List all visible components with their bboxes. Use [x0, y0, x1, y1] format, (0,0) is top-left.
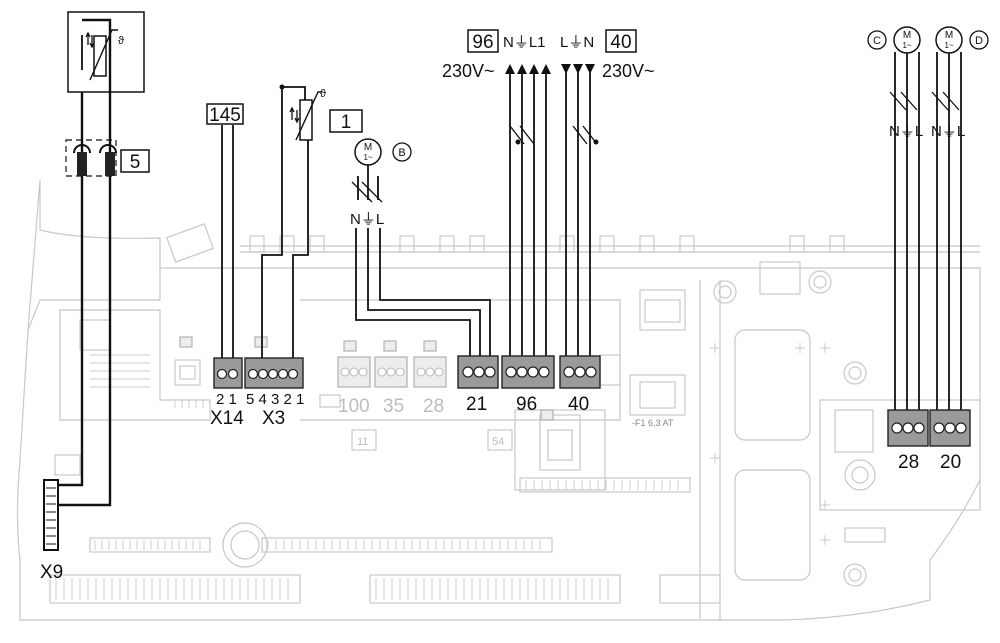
motor-phase: 1~	[363, 153, 372, 162]
label-21: 21	[466, 394, 487, 415]
label-x14: X14	[210, 408, 244, 429]
label-96: 96	[516, 394, 537, 415]
motor-phase: 1~	[944, 41, 953, 50]
motor-symbol: M	[903, 30, 911, 41]
vent-rows	[49, 477, 721, 604]
connector-x9	[43, 479, 59, 551]
pins-b: N⏚L	[350, 211, 384, 228]
label-5: 5	[130, 152, 141, 173]
theta-symbol: ϑ	[320, 88, 326, 100]
label-35: 35	[383, 396, 404, 417]
motor-symbol: M	[364, 142, 372, 153]
pins-c: N⏚L	[889, 123, 923, 140]
voltage-left: 230V~	[442, 61, 495, 81]
voltage-right: 230V~	[602, 61, 655, 81]
wiring	[58, 11, 962, 507]
label-145: 145	[209, 105, 241, 126]
circle-c-label: C	[873, 35, 881, 47]
control-board-outline	[16, 179, 981, 621]
pins-96: N⏚L1	[503, 34, 546, 51]
unused-terminals	[179, 336, 554, 451]
label-28: 28	[898, 452, 919, 473]
label-11: 11	[357, 436, 368, 448]
pins-40: L⏚N	[560, 34, 594, 51]
theta-symbol: ϑ	[118, 35, 124, 47]
pins-d: N⏚L	[931, 123, 965, 140]
x14-pin-numbers: 2 1	[216, 391, 237, 408]
label-40-box: 40	[610, 32, 631, 53]
circle-d-label: D	[975, 35, 983, 47]
label-x9: X9	[40, 562, 63, 583]
circle-b-label: B	[398, 147, 405, 159]
x3-pin-numbers: 5 4 3 2 1	[246, 391, 304, 408]
label-20: 20	[940, 452, 961, 473]
label-40: 40	[568, 394, 589, 415]
label-1: 1	[341, 112, 352, 133]
label-54: 54	[492, 436, 504, 448]
motor-c: M 1~ C N⏚L	[867, 26, 923, 140]
terminal-blocks	[43, 355, 971, 551]
fuse-label: -F1 6,3 AT	[632, 418, 674, 428]
motor-phase: 1~	[902, 41, 911, 50]
motor-d: M 1~ D N⏚L	[931, 26, 989, 140]
label-x3: X3	[262, 408, 285, 429]
label-100: 100	[338, 396, 370, 417]
label-96-box: 96	[472, 32, 493, 53]
motor-b: M 1~ B N⏚L	[350, 138, 412, 228]
motor-symbol: M	[945, 30, 953, 41]
label-28-gray: 28	[423, 396, 444, 417]
